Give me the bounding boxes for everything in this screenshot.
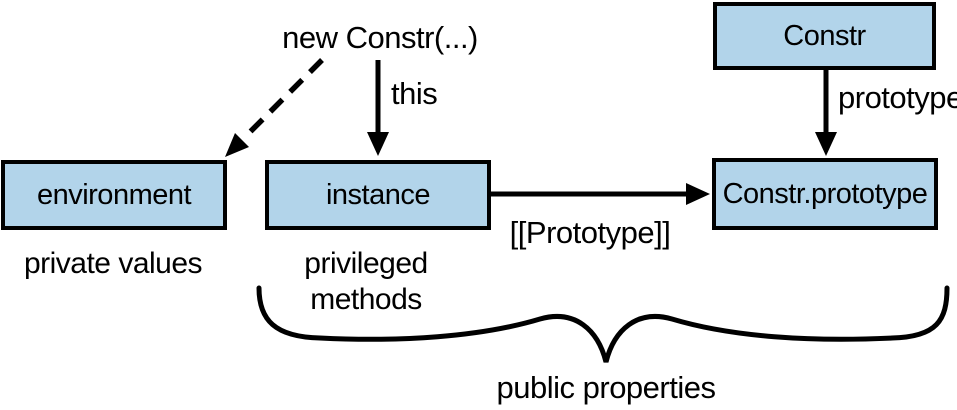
constr-prototype-box: Constr.prototype	[712, 158, 938, 230]
internal-prototype-edge-label: [[Prototype]]	[509, 215, 671, 250]
constr-prototype-box-label: Constr.prototype	[722, 177, 928, 210]
instance-box-label: instance	[325, 178, 431, 211]
constr-to-prototype-arrow	[815, 70, 837, 156]
new-to-environment-arrowhead	[225, 133, 249, 157]
new-to-environment-arrow-line	[242, 58, 324, 140]
privileged-methods-line1: privileged	[304, 247, 428, 280]
privileged-methods-annotation: privileged methods	[266, 246, 466, 318]
new-constr-expression: new Constr(...)	[282, 20, 478, 55]
constr-box: Constr	[713, 2, 936, 70]
public-properties-annotation: public properties	[496, 370, 716, 405]
privileged-methods-line2: methods	[310, 283, 422, 316]
constr-to-prototype-arrowhead	[815, 132, 837, 156]
this-edge-label: this	[391, 76, 438, 111]
new-to-instance-arrow	[367, 60, 389, 156]
constr-box-label: Constr	[783, 19, 866, 52]
instance-to-prototype-arrowhead	[686, 183, 710, 205]
new-to-instance-arrowhead	[367, 132, 389, 156]
private-values-annotation: private values	[23, 247, 203, 280]
instance-box: instance	[265, 160, 491, 230]
prototype-edge-label: prototype	[838, 80, 957, 115]
public-properties-brace	[256, 285, 950, 363]
environment-box-label: environment	[36, 178, 192, 211]
instance-to-prototype-arrow	[491, 183, 710, 205]
new-to-environment-arrow	[225, 58, 324, 157]
environment-box: environment	[1, 160, 227, 230]
